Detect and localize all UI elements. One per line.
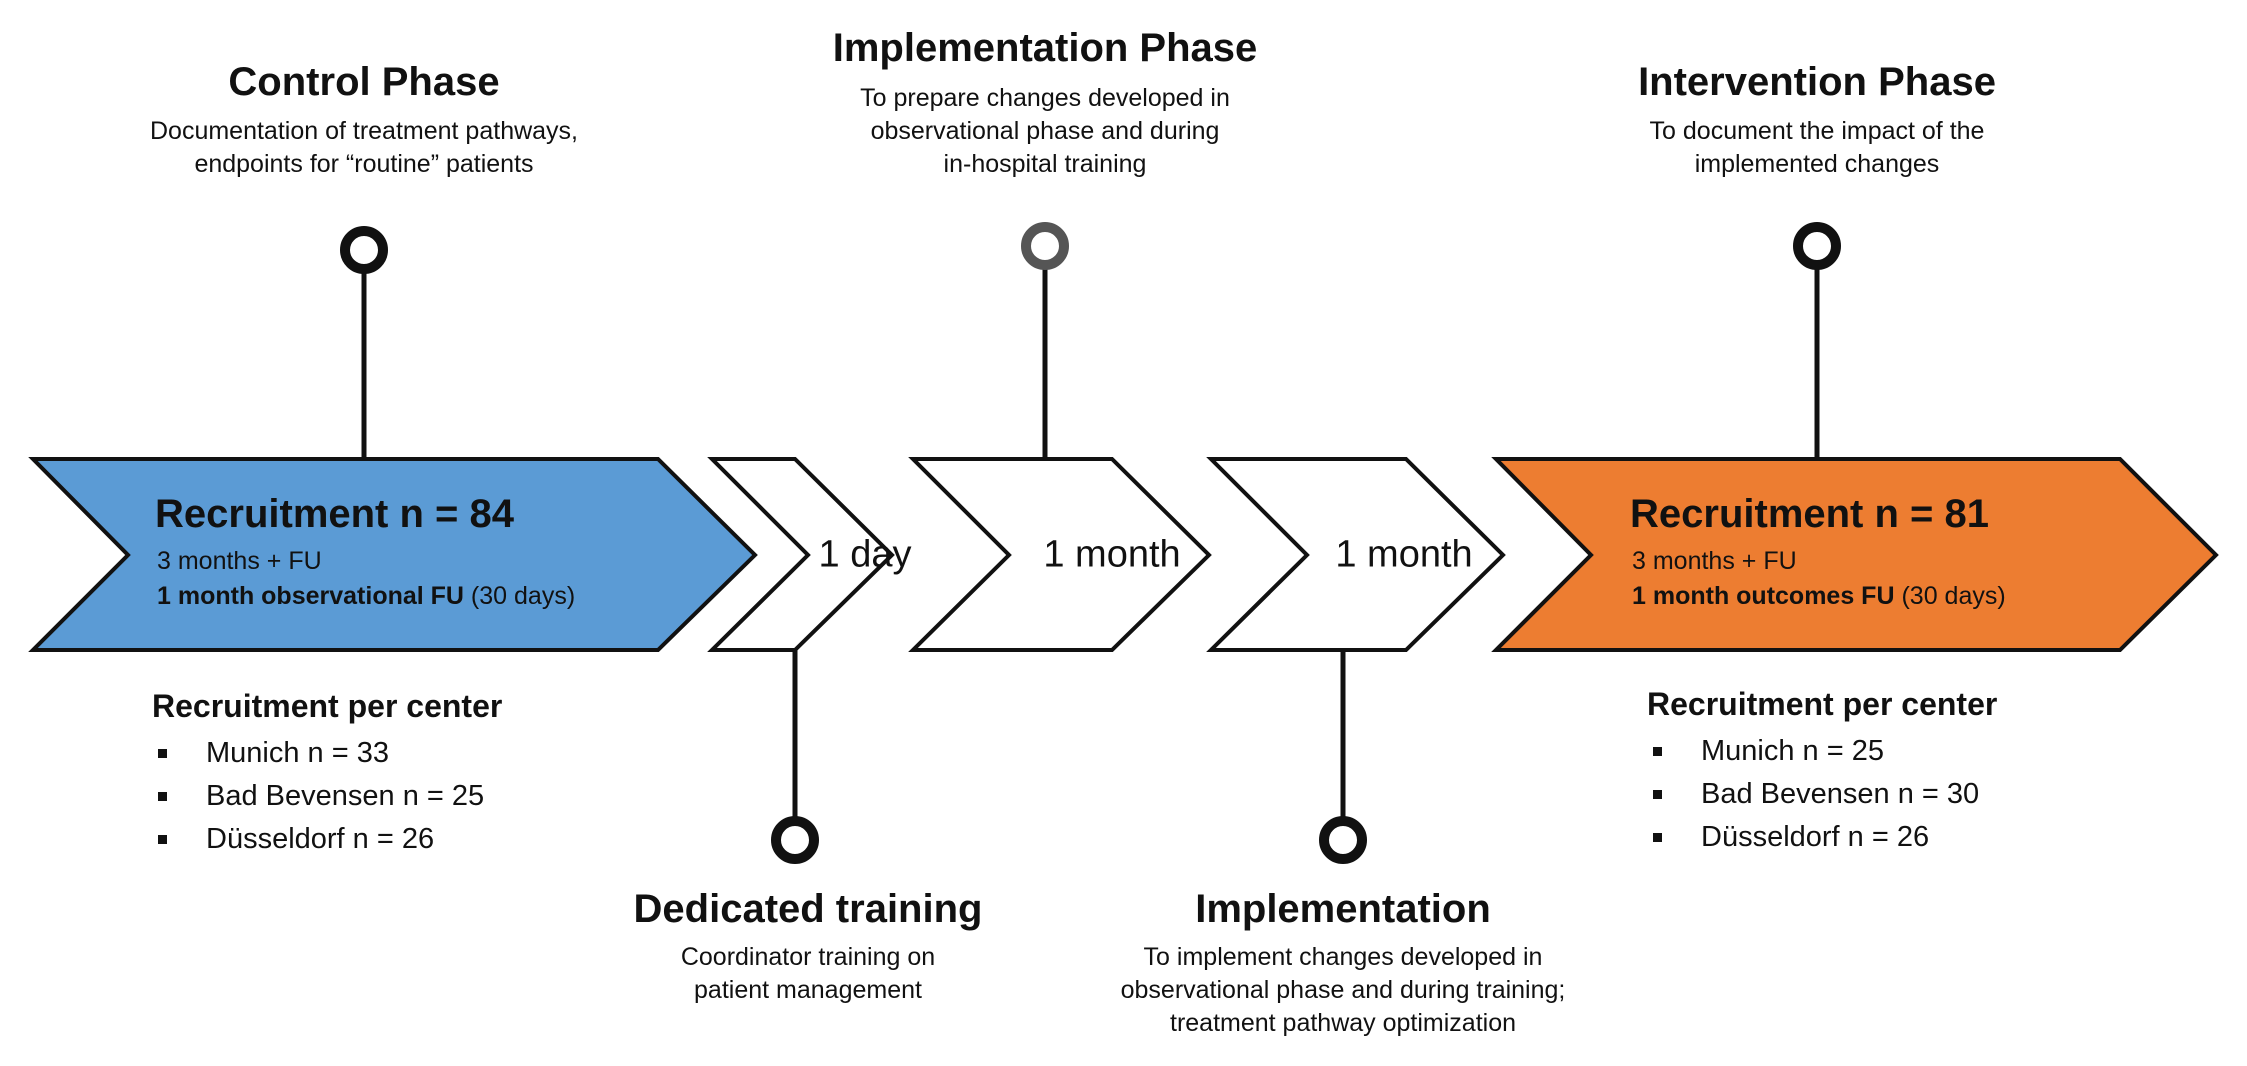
list-item: Bad Bevensen n = 25 — [152, 775, 484, 818]
list-item: Bad Bevensen n = 30 — [1647, 773, 1979, 816]
implementation-phase-duration: 1 month — [1043, 533, 1181, 576]
intervention-centers-title: Recruitment per center — [1647, 686, 1998, 722]
training-chevron — [707, 457, 895, 652]
intervention-chevron — [1491, 457, 2219, 652]
control-phase-title: Control Phase — [228, 60, 500, 104]
training-title: Dedicated training — [633, 887, 983, 931]
control-chevron — [28, 457, 758, 652]
intervention-followup-line: 1 month outcomes FU (30 days) — [1632, 582, 2006, 610]
implementation-chevron — [1206, 457, 1506, 652]
implementation-desc: To implement changes developed in observ… — [1120, 943, 1566, 1037]
intervention-recruitment-count: Recruitment n = 81 — [1630, 492, 1990, 536]
training-pin-icon — [771, 816, 819, 864]
control-pin-icon — [340, 226, 388, 274]
implementation-phase-chevron — [908, 457, 1212, 652]
implementation-phase-pin-icon — [1021, 222, 1069, 270]
list-item: Düsseldorf n = 26 — [152, 818, 484, 861]
training-duration: 1 day — [818, 533, 912, 576]
intervention-pin-icon — [1793, 222, 1841, 270]
control-recruitment-count: Recruitment n = 84 — [155, 492, 515, 536]
intervention-phase-title: Intervention Phase — [1638, 60, 1996, 104]
list-item: Munich n = 25 — [1647, 730, 1979, 773]
implementation-title: Implementation — [1195, 887, 1491, 931]
intervention-duration-line: 3 months + FU — [1632, 547, 1797, 575]
implementation-pin-icon — [1319, 816, 1367, 864]
intervention-centers-list: Munich n = 25 Bad Bevensen n = 30 Düssel… — [1647, 730, 1979, 859]
list-item: Munich n = 33 — [152, 732, 484, 775]
control-duration-line: 3 months + FU — [157, 547, 322, 575]
training-desc: Coordinator training on patient manageme… — [680, 943, 936, 1004]
control-centers-title: Recruitment per center — [152, 688, 503, 724]
control-followup-line: 1 month observational FU (30 days) — [157, 582, 576, 610]
implementation-phase-desc: To prepare changes developed in observat… — [860, 84, 1230, 178]
implementation-phase-title: Implementation Phase — [832, 26, 1258, 70]
control-phase-desc: Documentation of treatment pathways, end… — [149, 117, 579, 178]
control-centers-list: Munich n = 33 Bad Bevensen n = 25 Düssel… — [152, 732, 484, 861]
list-item: Düsseldorf n = 26 — [1647, 816, 1979, 859]
implementation-duration: 1 month — [1335, 533, 1473, 576]
intervention-phase-desc: To document the impact of the implemente… — [1649, 117, 1985, 178]
